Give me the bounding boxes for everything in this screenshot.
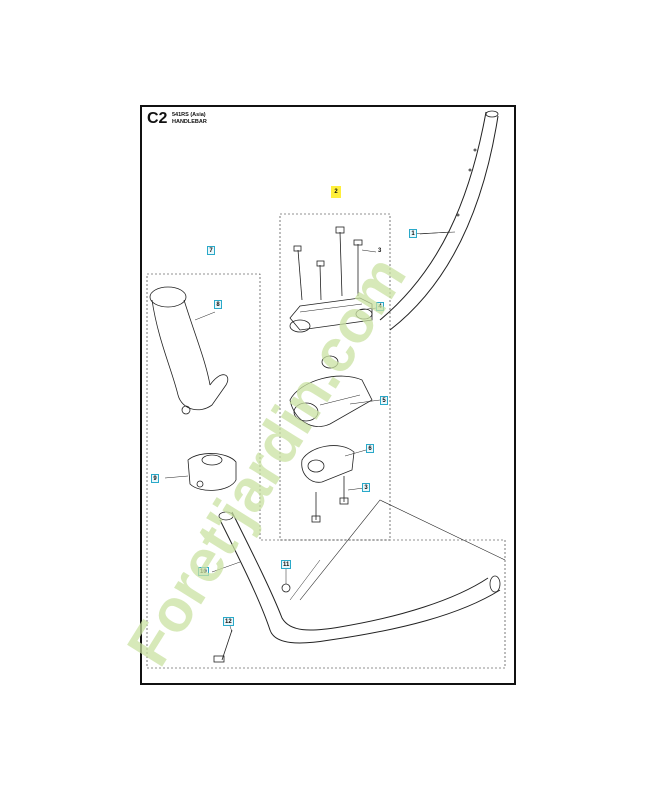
clamp-9 [187, 453, 237, 491]
callout-6: 6 [366, 444, 374, 453]
callout-5: 5 [380, 396, 388, 405]
section-title-block: 541RS (Asia) HANDLEBAR [172, 112, 207, 125]
callout-3-bottom: 3 [362, 483, 370, 492]
model-name: 541RS (Asia) [172, 112, 206, 118]
callout-2-highlighted: 2 [331, 186, 341, 198]
loop-handle-tube [218, 499, 506, 644]
screws-3 [293, 226, 363, 523]
section-code: C2 [147, 110, 168, 127]
callout-1: 1 [409, 229, 417, 238]
clamp-4 [289, 297, 373, 369]
group-box-7 [146, 273, 506, 669]
callout-10: 10 [198, 567, 209, 576]
clamp-6 [301, 445, 355, 483]
callout-12: 12 [223, 617, 234, 626]
group-box-2 [279, 213, 391, 541]
callout-9: 9 [151, 474, 159, 483]
callout-7: 7 [207, 246, 215, 255]
callout-8: 8 [214, 300, 222, 309]
diagram-frame [140, 105, 516, 685]
section-title: HANDLEBAR [172, 118, 207, 125]
leader-lines [164, 231, 456, 633]
shaft-tube [379, 110, 499, 331]
callout-3-top: 3 [378, 248, 382, 254]
grip-handle [149, 286, 229, 415]
clamp-5 [289, 375, 373, 427]
callout-4: 4 [376, 302, 384, 311]
screw-12 [213, 629, 233, 663]
callout-11: 11 [281, 560, 292, 569]
